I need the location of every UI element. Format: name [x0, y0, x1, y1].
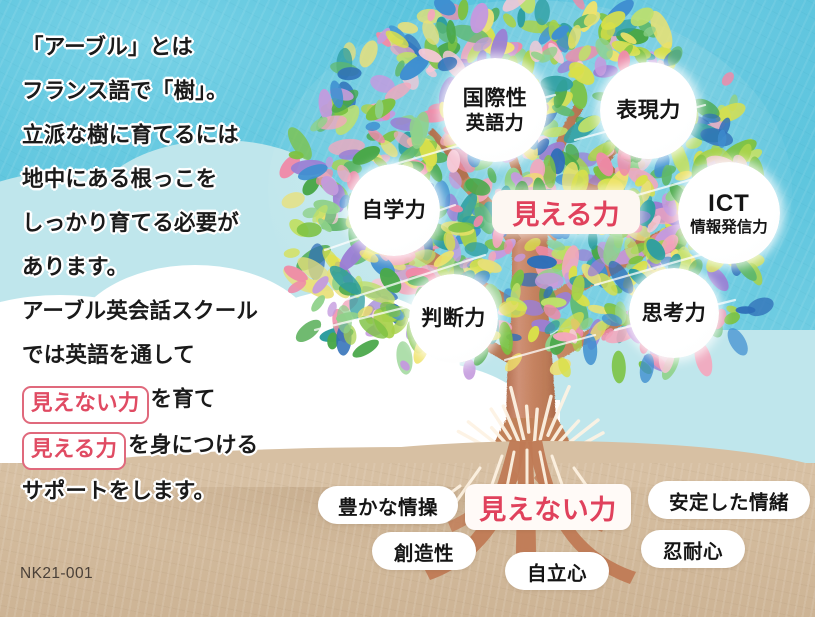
bubble-label-line1: 表現力: [616, 98, 681, 123]
bubble-label-line2: 情報発信力: [690, 217, 768, 236]
pill-label: 創造性: [393, 541, 454, 565]
copy-line-text: を育て: [150, 387, 216, 412]
bubble-ict[interactable]: ICT 情報発信力: [678, 162, 780, 264]
bubble-jigakuryoku[interactable]: 自学力: [348, 164, 440, 256]
copy-line: フランス語で「樹」。: [22, 79, 228, 104]
copy-line: 「アーブル」とは: [22, 35, 194, 60]
bubble-label-line1: 思考力: [641, 300, 707, 325]
banner-visible-power-label: 見える力: [512, 199, 620, 231]
bubble-shikouryoku[interactable]: 思考力: [629, 268, 719, 358]
highlight-chip: 見えない力: [22, 386, 149, 424]
copy-line: 見える力を身につける: [22, 424, 322, 470]
pill-nintaishin[interactable]: 忍耐心: [641, 530, 745, 568]
pill-label: 忍耐心: [662, 539, 723, 563]
pill-jiritsushin[interactable]: 自立心: [505, 552, 609, 590]
copy-line: アーブル英会話スクール: [22, 299, 259, 324]
copy-line-text: を身につける: [128, 433, 259, 458]
pill-souzousei[interactable]: 創造性: [372, 532, 476, 570]
bubble-hyougenryoku[interactable]: 表現力: [600, 62, 697, 159]
copy-line: サポートをします。: [22, 479, 216, 504]
copy-line: 地中にある根っこを: [22, 167, 218, 192]
pill-label: 豊かな情操: [337, 495, 438, 519]
bubble-label-line1: 国際性: [462, 85, 528, 110]
copy-line: 見えない力を育て: [22, 378, 322, 424]
copy-line: では英語を通して: [22, 343, 195, 368]
pill-label: 自立心: [526, 561, 587, 585]
bubble-kokusaisei[interactable]: 国際性 英語力: [443, 58, 547, 162]
pill-antei-shita-joucho[interactable]: 安定した情緒: [648, 481, 810, 519]
copy-line: 立派な樹に育てるには: [22, 123, 240, 148]
highlight-chip: 見える力: [22, 432, 127, 470]
intro-copy-block: 「アーブル」とはフランス語で「樹」。立派な樹に育てるには地中にある根っこをしっか…: [22, 26, 322, 514]
bubble-label-line1: 判断力: [421, 306, 486, 331]
copy-line: しっかり育てる必要が: [22, 211, 240, 236]
pill-yutakana-jousou[interactable]: 豊かな情操: [318, 486, 458, 524]
copy-line: あります。: [22, 255, 129, 280]
pill-invisible-power: 見えない力: [465, 484, 631, 530]
banner-visible-power: 見える力: [492, 190, 640, 234]
bubble-label-line2: 英語力: [465, 111, 525, 134]
catalog-code: NK21-001: [20, 565, 93, 582]
bubble-label-line1: 自学力: [361, 197, 427, 222]
pill-label: 安定した情緒: [668, 490, 789, 514]
pill-invisible-power-label: 見えない力: [479, 494, 617, 526]
bubble-handanryoku[interactable]: 判断力: [409, 274, 498, 363]
bubble-label-line1: ICT: [708, 189, 750, 217]
